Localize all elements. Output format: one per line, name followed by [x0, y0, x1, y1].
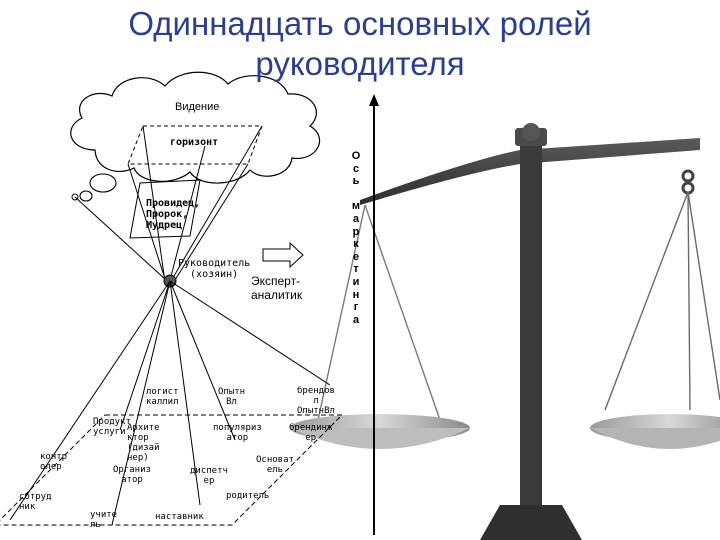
marketing-axis-letter: т	[353, 263, 359, 276]
role-popularizer: популяриз атор	[213, 423, 262, 443]
marketing-axis-letter: с	[352, 162, 360, 175]
vision-cloud	[70, 71, 321, 184]
role-teacher: учите ль	[90, 510, 118, 530]
role-employee: сотруд ник	[19, 492, 52, 512]
scale-base	[480, 505, 582, 540]
role-parent: родитель	[226, 491, 270, 501]
marketing-axis-letter: к	[353, 238, 359, 251]
role-mentor: наставник	[155, 512, 204, 522]
role-founder: Основат ель	[256, 455, 294, 475]
marketing-axis-letter: г	[353, 301, 359, 314]
scale-post	[520, 140, 542, 520]
scale-beam	[360, 138, 700, 205]
role-organizer: Организ атор	[113, 465, 151, 485]
thought-bubble-medium	[79, 190, 93, 202]
marketing-axis-letter	[349, 188, 363, 201]
marketing-axis-letter: и	[352, 275, 360, 288]
page-title-line1: Одиннадцать основных ролей	[128, 5, 592, 42]
role-architect: Архите ктор (дизай нер)	[127, 423, 160, 463]
prophet-plane	[129, 179, 201, 239]
marketing-axis-letter: н	[352, 288, 360, 301]
marketing-axis-letter: О	[351, 150, 361, 162]
horizon-label: горизонт	[170, 137, 219, 148]
roles-plane	[0, 414, 344, 526]
marketing-axis-letter: р	[352, 225, 360, 238]
scale-illustration	[290, 123, 720, 540]
marketing-axis-letter: м	[351, 200, 361, 213]
page-title-line2: руководителя	[255, 45, 465, 82]
thought-bubble-large	[89, 173, 117, 193]
leader-label: Руководитель (хозяин)	[178, 258, 251, 280]
expert-arrow	[262, 241, 304, 269]
role-dispatcher: диспетч ер	[190, 466, 228, 486]
role-controller: контр олер	[40, 452, 68, 472]
role-brand-engineer: брендинж ер	[289, 423, 333, 443]
marketing-axis-arrowhead	[369, 94, 379, 106]
role-experienced: Опытн Вл	[218, 387, 246, 407]
marketing-axis-letter: а	[352, 313, 360, 326]
page-title: Одиннадцать основных ролей руководителя	[90, 4, 630, 84]
marketing-axis-letter: е	[352, 250, 360, 263]
marketing-axis-letter: а	[352, 212, 360, 225]
role-brand-owner: брендов л ОпытнВл	[297, 386, 335, 416]
prophet-label: Провидец, Пророк, Мудрец	[146, 198, 201, 231]
expert-label: Эксперт- аналитик	[251, 274, 303, 302]
marketing-axis-letter: ь	[352, 175, 360, 188]
horizon-plane	[127, 125, 263, 165]
role-product: Продукт услуги	[93, 417, 131, 437]
role-logistics: логист каллил	[146, 387, 179, 407]
vision-label: Видение	[175, 101, 220, 113]
